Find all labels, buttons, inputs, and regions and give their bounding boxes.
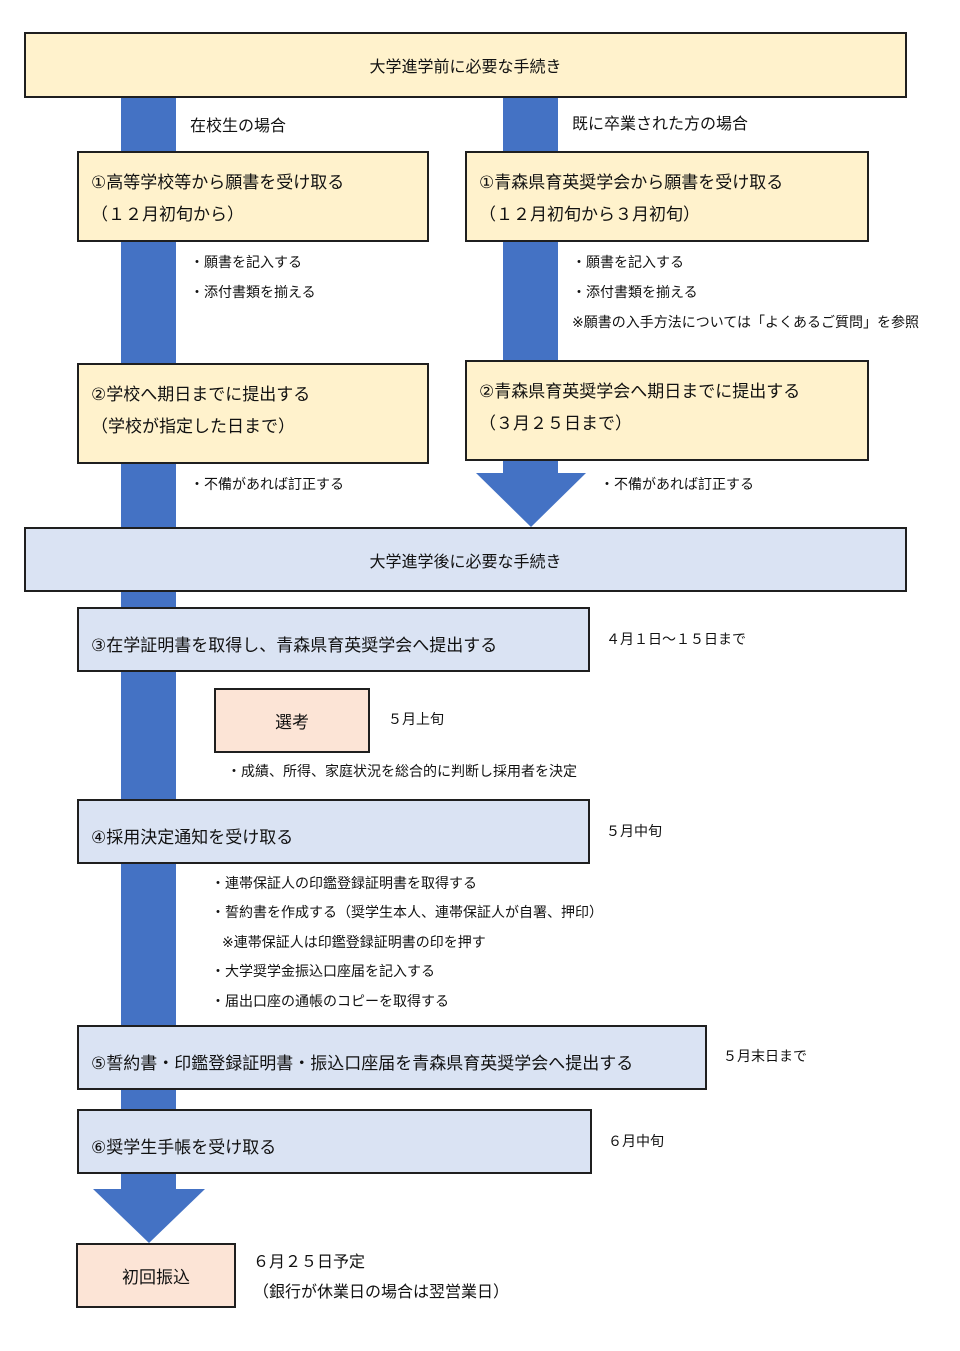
- left-step2-note: ・不備があれば訂正する: [190, 477, 344, 493]
- left-step2-title: ②学校へ期日までに提出する: [91, 385, 311, 405]
- step4-note-3: ※連帯保証人は印鑑登録証明書の印を押す: [222, 935, 486, 951]
- step4-note-4: ・大学奨学金振込口座届を記入する: [211, 964, 435, 980]
- right-step2-period: （３月２５日まで）: [479, 414, 632, 434]
- right-step1-note-2: ・添付書類を揃える: [572, 285, 698, 301]
- step5-label: ⑤誓約書・印鑑登録証明書・振込口座届を青森県育英奨学会へ提出する: [91, 1054, 634, 1074]
- step4-note-5: ・届出口座の通帳のコピーを取得する: [211, 994, 449, 1010]
- header-after-enrollment: 大学進学後に必要な手続き: [24, 527, 907, 592]
- step5-box: ⑤誓約書・印鑑登録証明書・振込口座届を青森県育英奨学会へ提出する: [77, 1025, 707, 1090]
- left-step1-period: （１２月初旬から）: [91, 205, 244, 225]
- selection-label: 選考: [275, 713, 309, 733]
- left-step2-period: （学校が指定した日まで）: [91, 417, 295, 437]
- step3-box: ③在学証明書を取得し、青森県育英奨学会へ提出する: [77, 607, 590, 672]
- right-step1-note-3: ※願書の入手方法については「よくあるご質問」を参照: [572, 315, 920, 331]
- header-before-text: 大学進学前に必要な手続き: [369, 57, 562, 76]
- header-before-enrollment: 大学進学前に必要な手続き: [24, 32, 907, 98]
- flow-arrowhead-right: [476, 473, 586, 527]
- step6-date: ６月中旬: [608, 1134, 664, 1150]
- step6-box: ⑥奨学生手帳を受け取る: [77, 1109, 592, 1174]
- step3-label: ③在学証明書を取得し、青森県育英奨学会へ提出する: [91, 636, 498, 656]
- right-step2-title: ②青森県育英奨学会へ期日までに提出する: [479, 382, 801, 402]
- right-step1-box: ①青森県育英奨学会から願書を受け取る （１２月初旬から３月初旬）: [465, 151, 869, 242]
- right-step1-title: ①青森県育英奨学会から願書を受け取る: [479, 173, 784, 193]
- first-payment-note: （銀行が休業日の場合は翌営業日）: [253, 1282, 510, 1301]
- right-step2-note: ・不備があれば訂正する: [600, 477, 754, 493]
- first-payment-date: ６月２５日予定: [253, 1252, 366, 1271]
- right-step1-period: （１２月初旬から３月初旬）: [479, 205, 700, 225]
- graduate-label: 既に卒業された方の場合: [572, 114, 749, 133]
- flow-arrowhead-final: [93, 1189, 205, 1243]
- first-payment-label: 初回振込: [122, 1268, 190, 1288]
- right-step1-note-1: ・願書を記入する: [572, 255, 684, 271]
- current-student-label: 在校生の場合: [190, 116, 287, 135]
- step4-date: ５月中旬: [606, 824, 662, 840]
- step6-label: ⑥奨学生手帳を受け取る: [91, 1138, 277, 1158]
- step4-label: ④採用決定通知を受け取る: [91, 828, 294, 848]
- first-payment-box: 初回振込: [76, 1243, 236, 1308]
- step4-note-2: ・誓約書を作成する（奨学生本人、連帯保証人が自署、押印）: [211, 905, 603, 921]
- right-step2-box: ②青森県育英奨学会へ期日までに提出する （３月２５日まで）: [465, 360, 869, 461]
- step3-date: ４月１日～１５日まで: [606, 632, 746, 648]
- header-after-text: 大学進学後に必要な手続き: [369, 551, 562, 571]
- selection-date: ５月上旬: [388, 712, 444, 728]
- left-step1-title: ①高等学校等から願書を受け取る: [91, 173, 345, 193]
- left-step1-note-2: ・添付書類を揃える: [190, 285, 316, 301]
- selection-box: 選考: [214, 688, 370, 753]
- step4-box: ④採用決定通知を受け取る: [77, 799, 590, 864]
- left-step2-box: ②学校へ期日までに提出する （学校が指定した日まで）: [77, 363, 429, 464]
- left-step1-box: ①高等学校等から願書を受け取る （１２月初旬から）: [77, 151, 429, 242]
- step4-note-1: ・連帯保証人の印鑑登録証明書を取得する: [211, 876, 477, 892]
- selection-note: ・成績、所得、家庭状況を総合的に判断し採用者を決定: [227, 764, 577, 780]
- step5-date: ５月末日まで: [723, 1049, 807, 1065]
- left-step1-note-1: ・願書を記入する: [190, 255, 302, 271]
